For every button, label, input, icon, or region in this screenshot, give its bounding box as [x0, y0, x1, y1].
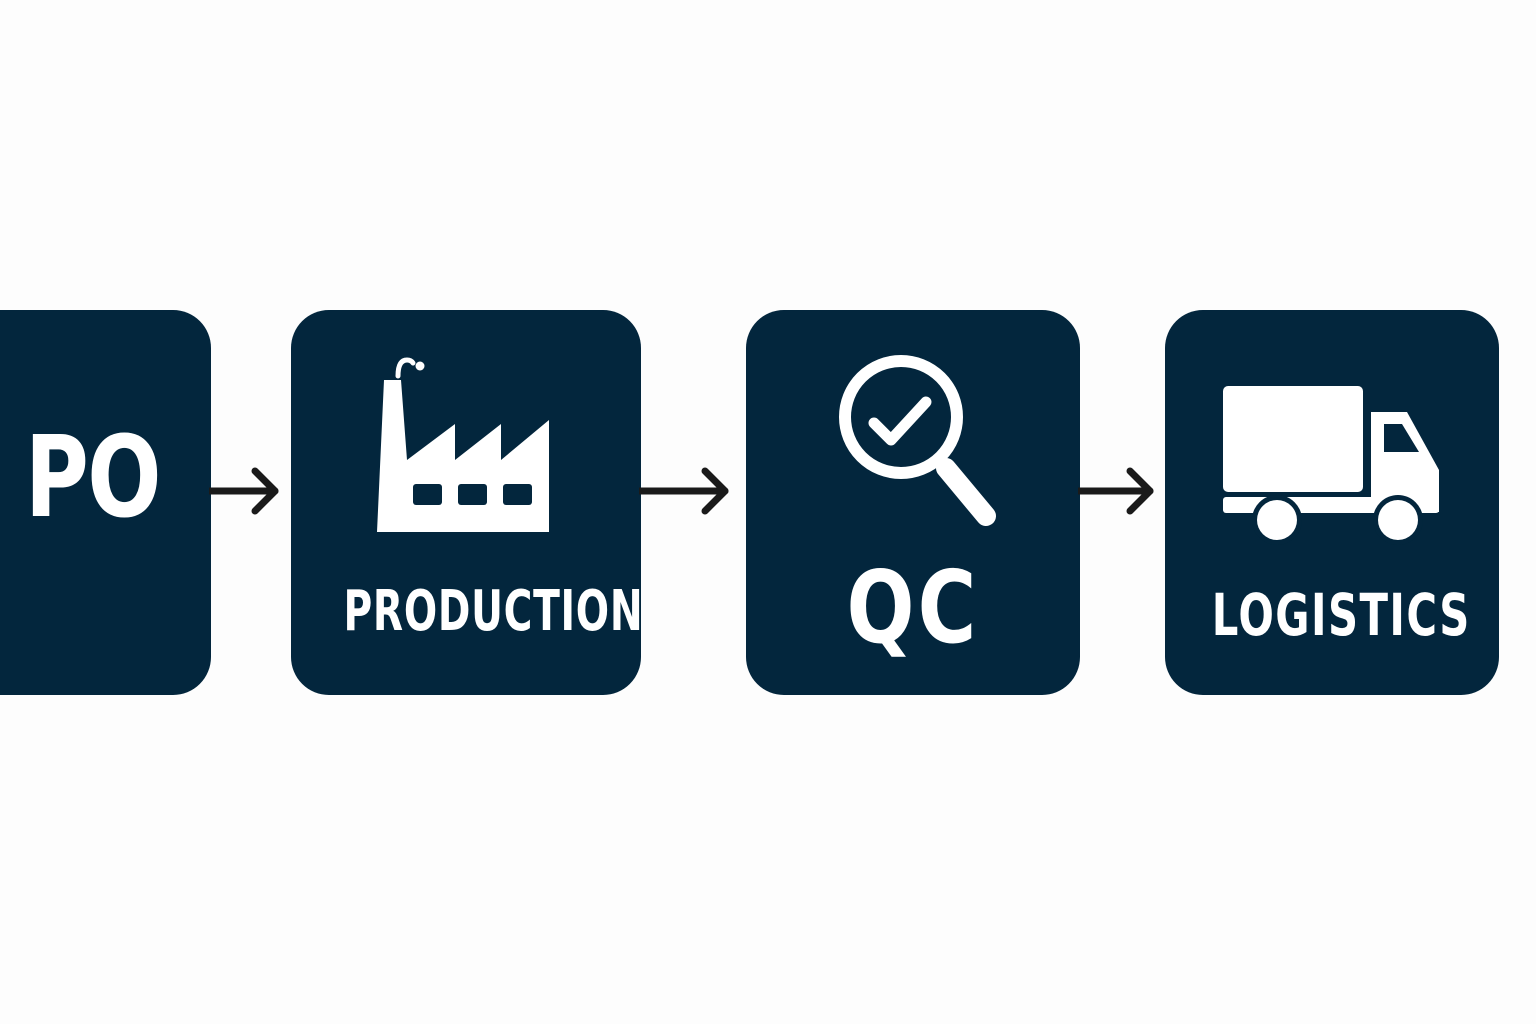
qc-box: QC	[746, 310, 1080, 695]
factory-icon	[377, 357, 549, 532]
po-box: PO	[0, 310, 211, 695]
magnifier-check-icon	[839, 355, 996, 526]
production-box: PRODUCTION	[291, 310, 641, 695]
po-label: PO	[24, 413, 162, 543]
arrow-right-icon	[639, 467, 729, 515]
qc-label: QC	[846, 549, 980, 666]
arrow-right-icon	[209, 467, 279, 515]
logistics-box: LOGISTICS	[1165, 310, 1499, 695]
arrow-right-icon	[1078, 467, 1154, 515]
logistics-label: LOGISTICS	[1211, 581, 1471, 649]
truck-icon	[1223, 386, 1439, 545]
production-label: PRODUCTION	[343, 579, 642, 644]
